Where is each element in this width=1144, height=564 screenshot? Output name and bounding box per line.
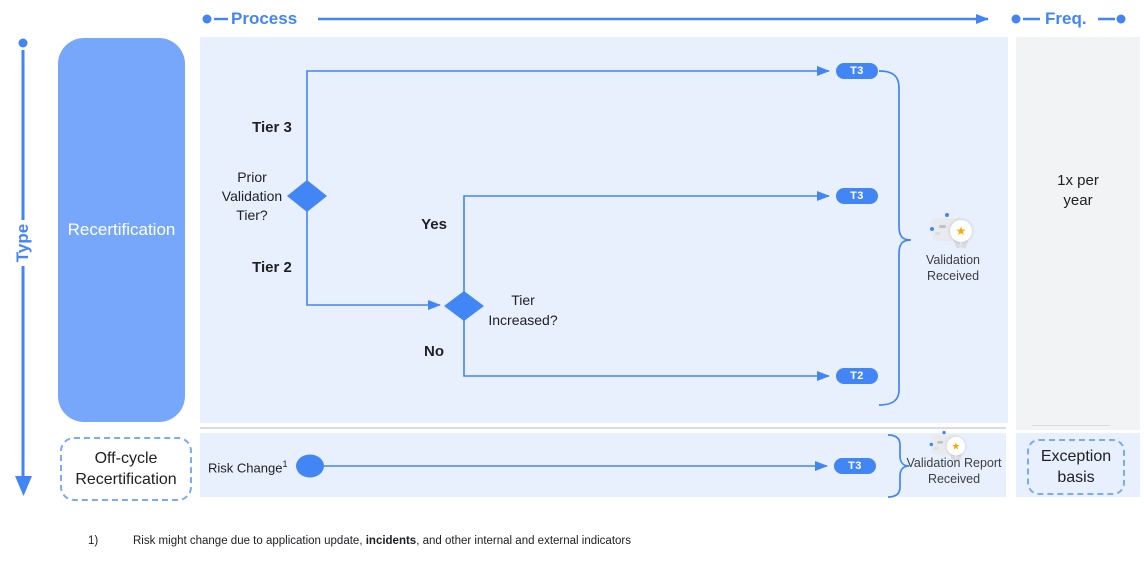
freq-axis-left-dot — [1011, 14, 1021, 24]
decision1-line1: Prior — [237, 169, 267, 185]
validation-received-label: Validation Received — [901, 252, 1005, 284]
decision1-label: Prior Validation Tier? — [205, 168, 299, 225]
exception-basis-box: Exception basis — [1027, 439, 1125, 495]
risk-change-text: Risk Change — [208, 460, 283, 476]
offcycle-process-band — [200, 433, 1006, 497]
tier-pill-t3-offcycle: T3 — [834, 458, 876, 474]
validation-received-line2: Received — [926, 269, 980, 283]
footnote-post: , and other internal and external indica… — [416, 535, 632, 547]
process-panel — [200, 37, 1008, 423]
award-badge: ★ — [946, 436, 966, 456]
freq-axis-right-dot — [1116, 14, 1126, 24]
frequency-annual-label: 1x per year — [1016, 171, 1140, 211]
type-axis-label: Type — [13, 223, 32, 263]
icon-dash — [937, 441, 944, 444]
tier2-branch-label: Tier 2 — [252, 259, 292, 276]
offcycle-label-line1: Off-cycle — [94, 450, 158, 467]
decision2-line1: Tier — [511, 292, 535, 308]
tier-pill-t2-no: T2 — [836, 368, 878, 384]
icon-dot — [929, 442, 933, 447]
process-axis-label: Process — [231, 9, 298, 28]
star-icon: ★ — [951, 440, 961, 453]
exception-line2: basis — [1057, 469, 1095, 486]
yes-branch-label: Yes — [421, 216, 447, 233]
validation-report-certificate-icon: ★ — [929, 430, 971, 463]
validation-received-line1: Validation — [926, 253, 980, 267]
footnote-bold: incidents — [365, 535, 417, 547]
validation-report-received-label: Validation Report Received — [892, 456, 1016, 487]
validation-report-line2: Received — [927, 471, 981, 486]
recertification-lane-label: Recertification — [67, 220, 176, 239]
footnote-marker: 1) — [88, 535, 99, 547]
award-badge: ★ — [950, 220, 972, 242]
star-icon: ★ — [955, 224, 967, 238]
annual-line1: 1x per — [1057, 172, 1099, 189]
type-axis-arrowhead — [15, 476, 32, 496]
type-axis-start-dot — [18, 38, 28, 48]
icon-dot — [942, 430, 946, 435]
frequency-divider — [1032, 425, 1110, 426]
decision1-line2: Validation — [221, 188, 283, 204]
no-branch-label: No — [424, 343, 444, 360]
icon-dash — [939, 225, 946, 228]
row-divider — [200, 427, 1006, 429]
icon-dot — [945, 213, 949, 217]
icon-dot — [930, 227, 934, 231]
decision2-label: Tier Increased? — [480, 290, 566, 330]
tier-pill-t3-top: T3 — [836, 63, 878, 79]
tier-pill-t3-yes: T3 — [836, 188, 878, 204]
offcycle-label-line2: Recertification — [75, 471, 177, 488]
tier3-branch-label: Tier 3 — [252, 119, 292, 136]
icon-dash — [933, 447, 939, 450]
freq-axis-label: Freq. — [1045, 9, 1087, 28]
footnote-reference: 1 — [282, 459, 288, 469]
footnote-pre: Risk might change due to application upd… — [133, 535, 366, 547]
process-axis-start-dot — [202, 14, 212, 24]
recertification-lane: Recertification — [58, 38, 185, 422]
frequency-column — [1016, 37, 1140, 430]
icon-dash — [935, 232, 940, 235]
decision2-line2: Increased? — [488, 312, 558, 328]
decision1-line3: Tier? — [236, 207, 268, 223]
risk-change-label: Risk Change1 — [208, 459, 287, 475]
footnote-text: Risk might change due to application upd… — [133, 535, 631, 547]
annual-line2: year — [1063, 192, 1093, 209]
offcycle-recertification-lane: Off-cycle Recertification — [60, 437, 192, 501]
exception-line1: Exception — [1040, 448, 1112, 465]
validation-certificate-icon: ★ — [930, 213, 978, 251]
validation-report-line1: Validation Report — [906, 456, 1002, 470]
